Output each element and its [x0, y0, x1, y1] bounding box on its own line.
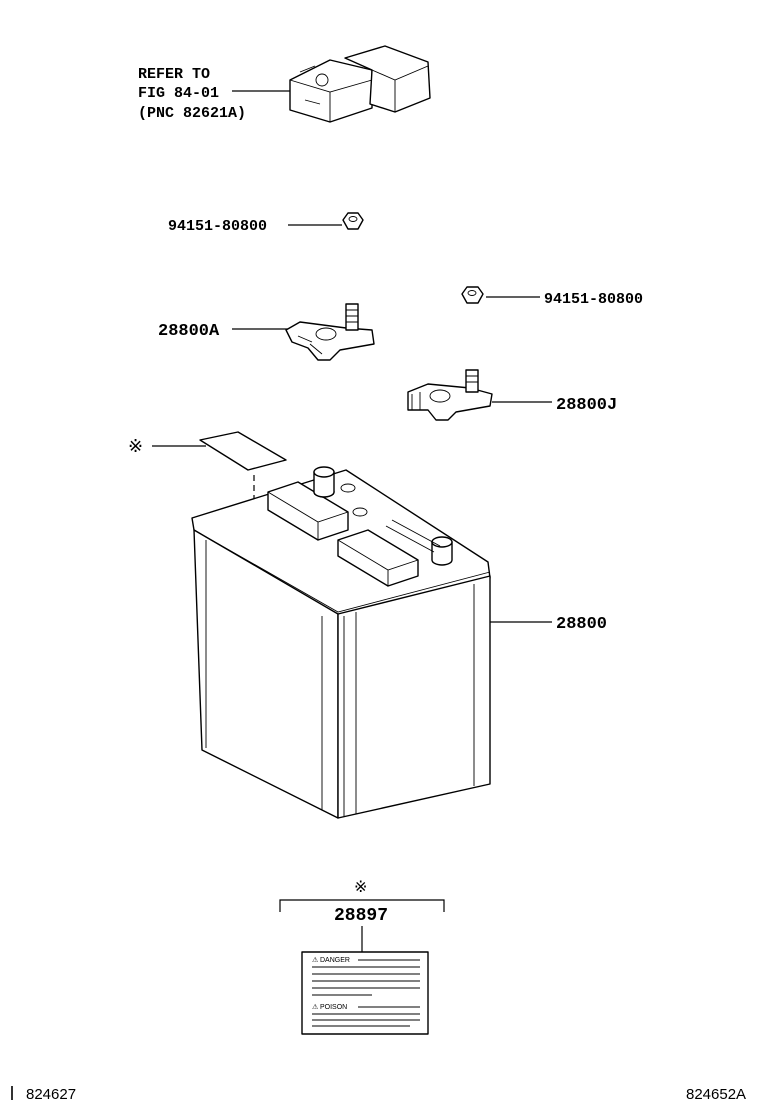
- refer-text-line2: FIG 84-01: [138, 85, 219, 102]
- warning-label-card: [301, 951, 429, 1035]
- terminal-j-group: 28800J: [407, 369, 617, 421]
- footer-left-code: 824627: [26, 1086, 76, 1103]
- nut-top-icon: [342, 212, 364, 230]
- warning-label-group: ※ 28897 ⚠ DANGER ⚠ POISON: [279, 879, 445, 1035]
- battery-vent-right: [337, 529, 419, 587]
- nut-right-label: 94151-80800: [544, 291, 643, 308]
- label-part-number: 28897: [334, 906, 388, 926]
- warning-poison-icon: ⚠: [312, 1003, 319, 1011]
- battery-cap-1: [340, 483, 356, 493]
- fuse-block-right: [344, 45, 431, 113]
- terminal-j-body: [407, 383, 493, 421]
- battery-label: 28800: [556, 615, 607, 634]
- terminal-a-group: 28800A: [158, 303, 375, 361]
- battery-cap-2: [352, 507, 368, 517]
- footer: 824627 824652A: [11, 1086, 746, 1103]
- terminal-j-stud: [465, 369, 479, 393]
- warning-danger-title: DANGER: [320, 957, 350, 964]
- note-mark: ※: [128, 436, 143, 456]
- warning-poison-title: POISON: [320, 1004, 347, 1011]
- note-sticker: [199, 431, 287, 471]
- nut-top-label: 94151-80800: [168, 218, 267, 235]
- battery-group: 28800: [191, 466, 607, 819]
- refer-text-line1: REFER TO: [138, 66, 210, 83]
- refer-text-line3: (PNC 82621A): [138, 105, 246, 122]
- nut-right-group: 94151-80800: [461, 286, 643, 308]
- battery-post-positive: [431, 541, 453, 566]
- label-bracket: [279, 899, 445, 912]
- footer-right-code: 824652A: [686, 1086, 746, 1103]
- terminal-j-label: 28800J: [556, 396, 617, 415]
- terminal-a-stud: [345, 303, 359, 331]
- battery-side-face: [337, 575, 491, 819]
- nut-top-group: 94151-80800: [168, 212, 364, 235]
- label-note-mark: ※: [354, 879, 367, 896]
- nut-right-icon: [461, 286, 484, 304]
- battery-vent-left: [267, 481, 349, 541]
- terminal-a-body: [285, 321, 375, 361]
- warning-danger-icon: ⚠: [312, 956, 319, 964]
- fuse-block-bolt-icon: [315, 73, 329, 87]
- terminal-a-label: 28800A: [158, 322, 220, 341]
- fuse-block-left: [289, 59, 373, 123]
- reference-component: REFER TO FIG 84-01 (PNC 82621A): [138, 45, 431, 123]
